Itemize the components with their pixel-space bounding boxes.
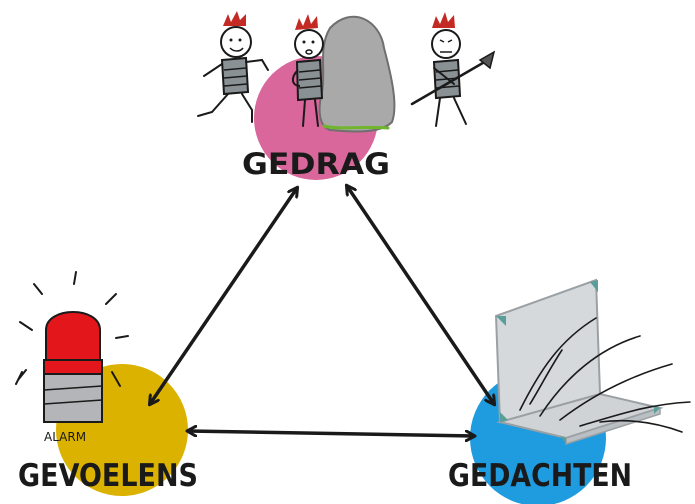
label-gevoelens: GEVOELENS <box>18 458 198 494</box>
alarm-light-icon: ALARM <box>15 271 129 444</box>
caveman-hiding-icon <box>292 14 324 127</box>
caveman-spear-icon <box>410 12 496 127</box>
alarm-label: ALARM <box>44 430 86 444</box>
label-gedrag: GEDRAG <box>242 147 390 181</box>
caveman-running-icon <box>197 11 269 123</box>
label-gedachten: GEDACHTEN <box>448 458 632 494</box>
open-suitcase-icon <box>494 278 691 446</box>
arrow-right-top <box>347 186 494 404</box>
arrow-left-right <box>188 431 474 436</box>
arrow-left-top <box>150 188 297 404</box>
rock-icon <box>318 15 396 133</box>
